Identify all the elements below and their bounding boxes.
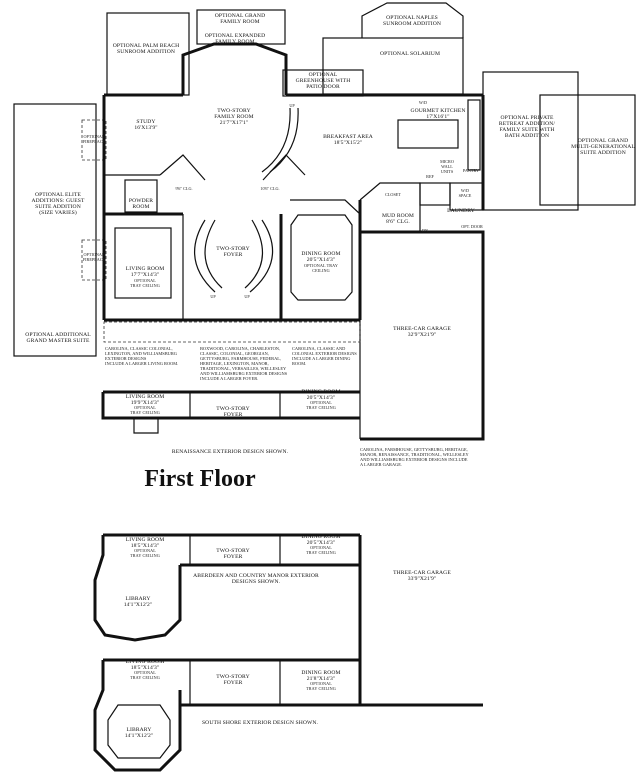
label-opt-solarium: OPTIONAL SOLARIUM [380,51,440,57]
exterior-notes: CAROLINA, CLASSIC COLONIAL,LEXINGTON, AN… [105,346,469,467]
label-dw: W/D [419,100,427,105]
label-ref: REF [426,174,434,179]
floor-title: First Floor [144,466,256,492]
label-clg-left: 9'6" CLG. [175,186,192,191]
label-closet: CLOSET [385,192,401,197]
label-opt-door: OPT. DOOR [461,224,483,229]
main-walls [102,42,485,441]
optional-additions [13,2,636,357]
ss-caption: SOUTH SHORE EXTERIOR DESIGN SHOWN. [202,720,319,726]
note-garage: CAROLINA, FARMHOUSE, GETTYSBURG, HERITAG… [360,447,469,467]
label-laundry: LAUNDRY [447,208,475,214]
note-exterior-left: CAROLINA, CLASSIC COLONIAL,LEXINGTON, AN… [105,346,178,366]
renaissance-alternate [101,390,360,434]
label-dn-mud: DN [422,228,428,233]
ren-caption: RENAISSANCE EXTERIOR DESIGN SHOWN. [172,449,289,455]
label-clg-right: 10'6" CLG. [260,186,279,191]
label-up-foyer-left: UP [210,294,216,299]
southshore-alternate [93,658,360,772]
note-exterior-mid: BOXWOOD, CAROLINA, CHARLESTON,CLASSIC, C… [200,346,288,381]
label-up-family: UP [289,103,295,108]
label-pantry: PANTRY [463,168,479,173]
label-up-foyer-right: UP [244,294,250,299]
